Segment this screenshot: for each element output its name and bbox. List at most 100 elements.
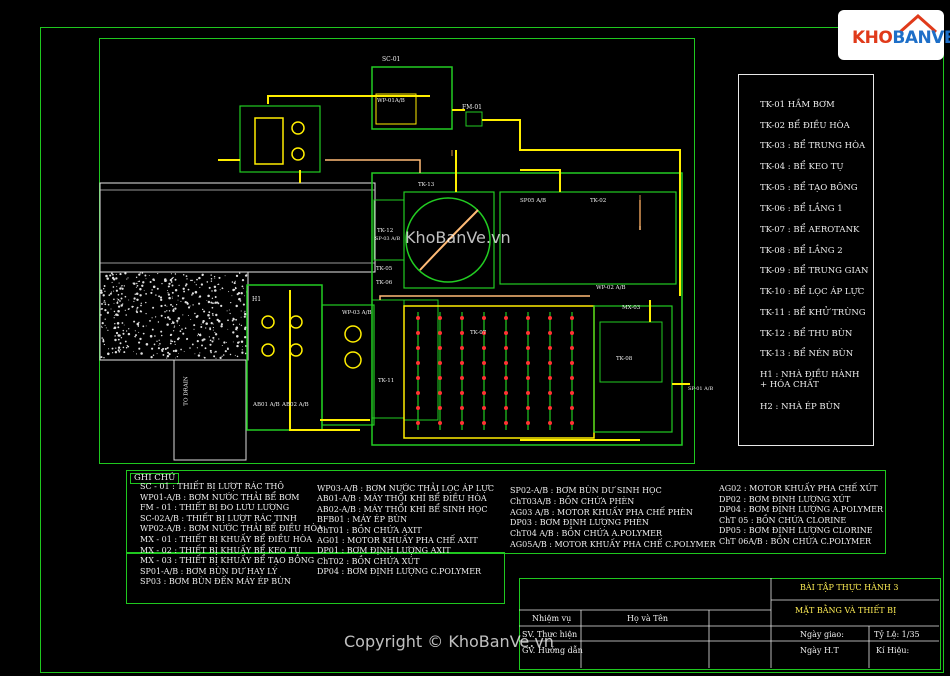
gravel-dot bbox=[230, 301, 232, 304]
gravel-dot bbox=[207, 300, 211, 304]
gravel-dot bbox=[158, 344, 160, 346]
gravel-dot bbox=[119, 349, 122, 351]
notes-box-lower bbox=[126, 552, 505, 604]
gravel-dot bbox=[224, 275, 226, 277]
gravel-dot bbox=[145, 301, 147, 304]
gravel-dot bbox=[156, 353, 158, 355]
diffuser-dot bbox=[438, 331, 442, 335]
gravel-dot bbox=[241, 351, 244, 354]
gravel-dot bbox=[113, 298, 115, 301]
diffuser-dot bbox=[504, 361, 508, 365]
gravel-dot bbox=[187, 306, 191, 309]
gravel-dot bbox=[195, 315, 198, 318]
diffuser-dot bbox=[570, 346, 574, 350]
gravel-dot bbox=[241, 278, 245, 282]
gravel-dot bbox=[136, 284, 139, 287]
gravel-dot bbox=[227, 328, 229, 330]
note-item: FM - 01 : THIẾT BỊ ĐO LƯU LƯỢNG bbox=[140, 503, 290, 513]
gravel-dot bbox=[209, 328, 212, 331]
gravel-dot bbox=[213, 285, 217, 289]
diffuser-dot bbox=[504, 316, 508, 320]
gravel-dot bbox=[183, 297, 185, 299]
diffuser-dot bbox=[570, 406, 574, 410]
gravel-dot bbox=[221, 355, 223, 357]
gravel-dot bbox=[193, 328, 195, 330]
diffuser-dot bbox=[570, 361, 574, 365]
note-item: ChT 05 : BỒN CHỨA CLORINE bbox=[719, 515, 847, 525]
gravel-dot bbox=[180, 348, 182, 351]
gravel-dot bbox=[100, 308, 102, 310]
gravel-dot bbox=[176, 322, 178, 324]
gravel-dot bbox=[177, 317, 181, 320]
gravel-dot bbox=[211, 290, 213, 292]
legend-item: TK-05 : BỂ TẠO BÔNG bbox=[760, 183, 858, 193]
gravel-dot bbox=[183, 290, 186, 293]
process-pipes bbox=[218, 95, 690, 441]
gravel-dot bbox=[163, 349, 164, 350]
gravel-dot bbox=[194, 290, 198, 294]
logo-text-a: KHO bbox=[852, 28, 893, 48]
gravel-dot bbox=[151, 347, 154, 350]
tb-task-hdr: Nhiệm vụ bbox=[532, 614, 572, 623]
gravel-dot bbox=[108, 348, 110, 350]
note-item: WP01-A/B : BƠM NƯỚC THẢI BỂ BƠM bbox=[140, 492, 300, 502]
diffuser-dot bbox=[548, 361, 552, 365]
gravel-dot bbox=[107, 352, 110, 356]
diffuser-dot bbox=[438, 421, 442, 425]
gravel-dot bbox=[159, 343, 161, 345]
gravel-dot bbox=[221, 344, 223, 347]
diffuser-dot bbox=[460, 331, 464, 335]
gravel-dot bbox=[122, 329, 125, 332]
gravel-dot bbox=[150, 355, 153, 359]
gravel-dot bbox=[150, 291, 153, 294]
gravel-dot bbox=[220, 325, 223, 328]
diffuser-dot bbox=[460, 346, 464, 350]
gravel-dot bbox=[127, 345, 130, 348]
gravel-dot bbox=[104, 318, 106, 320]
label-sp05: SP05 A/B bbox=[520, 198, 547, 204]
gravel-dot bbox=[210, 351, 212, 354]
gravel-dot bbox=[101, 326, 103, 329]
gravel-dot bbox=[200, 283, 204, 286]
gravel-dot bbox=[172, 349, 175, 353]
gravel-dot bbox=[153, 343, 156, 346]
label-wp02: WP-02 A/B bbox=[596, 285, 626, 291]
gravel-dot bbox=[197, 333, 200, 336]
gravel-dot bbox=[200, 325, 203, 329]
title-block bbox=[519, 578, 941, 670]
legend-item: H2 : NHÀ ÉP BÙN bbox=[760, 402, 841, 412]
gravel-dot bbox=[236, 335, 239, 338]
gravel-dot bbox=[241, 285, 244, 288]
gravel-dot bbox=[164, 304, 167, 307]
gravel-dot bbox=[196, 340, 199, 343]
gravel-dot bbox=[213, 351, 215, 353]
pump-icon bbox=[291, 147, 305, 161]
gravel-dot bbox=[160, 298, 163, 302]
gravel-dot bbox=[167, 351, 170, 354]
gravel-dot bbox=[145, 325, 147, 327]
tk02-tank bbox=[499, 191, 677, 285]
gravel-dot bbox=[117, 298, 120, 301]
note-item: ChT04 A/B : BỒN CHỨA A.POLYMER bbox=[510, 529, 663, 539]
gravel-dot bbox=[187, 315, 189, 316]
gravel-dot bbox=[238, 298, 241, 301]
gravel-dot bbox=[203, 310, 206, 313]
gravel-dot bbox=[107, 303, 110, 306]
diffuser-dot bbox=[526, 376, 530, 380]
gravel-dot bbox=[179, 330, 182, 333]
gravel-dot bbox=[240, 310, 242, 312]
gravel-dot bbox=[102, 338, 105, 341]
gravel-dot bbox=[191, 279, 193, 282]
tb-date-given: Ngày giao: bbox=[800, 630, 844, 639]
label-sc01: SC-01 bbox=[382, 56, 401, 63]
gravel-dot bbox=[208, 311, 211, 314]
gravel-dot bbox=[218, 276, 221, 279]
gravel-dot bbox=[171, 297, 173, 299]
gravel-dot bbox=[200, 323, 202, 325]
gravel-dot bbox=[243, 312, 245, 314]
note-item: AG05A/B : MOTOR KHUẤY PHA CHẾ C.POLYMER bbox=[510, 540, 716, 549]
gravel-dot bbox=[101, 325, 102, 327]
gravel-dot bbox=[212, 327, 214, 329]
gravel-dot bbox=[139, 287, 142, 291]
